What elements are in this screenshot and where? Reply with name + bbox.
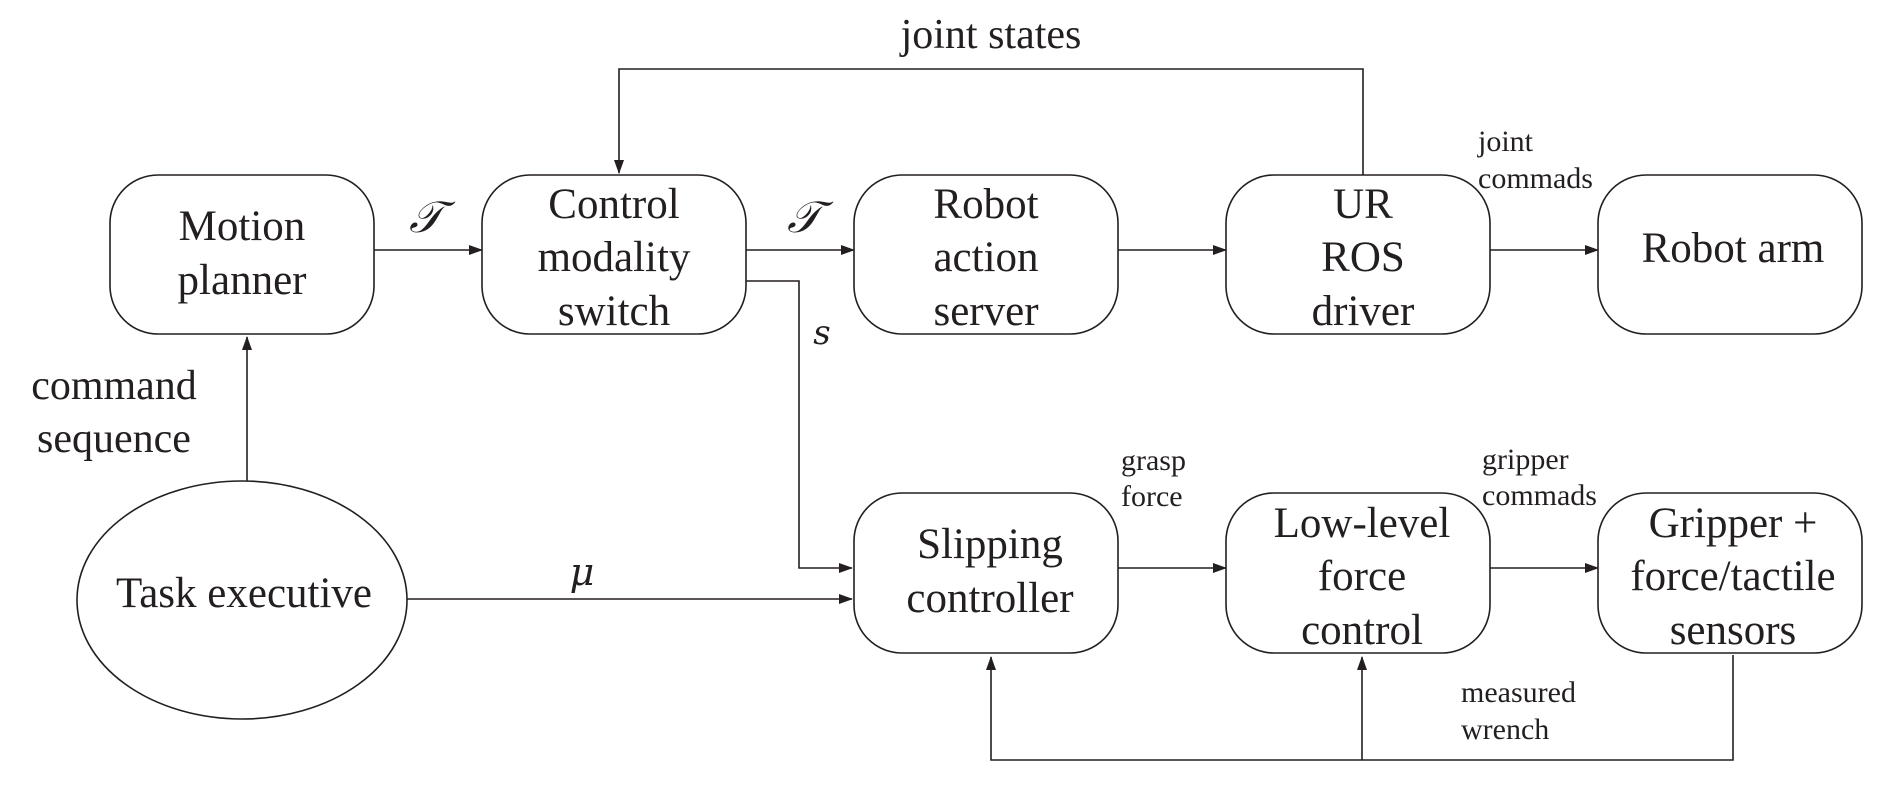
node-label: modality [538,234,691,281]
node-label: driver [1312,288,1415,335]
ur-ros-driver-node: UR ROS driver [1225,174,1491,335]
node-label: Task executive [116,570,372,617]
command-sequence-label: command [31,363,197,409]
node-label: controller [906,575,1073,622]
robot-action-server-node: Robot action server [853,174,1119,335]
low-level-force-control-node: Low-level force control [1225,492,1491,654]
tau-symbol: 𝒯 [409,192,456,243]
s-symbol: s [813,313,830,353]
node-label: ROS [1321,234,1405,281]
grasp-force-label: grasp [1121,444,1186,477]
node-label: planner [178,257,307,304]
node-label: Gripper + [1649,500,1818,547]
joint-commands-label: commads [1478,162,1593,195]
command-sequence-label: sequence [37,416,191,462]
node-label: force/tactile [1630,553,1835,600]
measured-wrench-label: wrench [1461,713,1549,746]
gripper-sensors-node: Gripper + force/tactile sensors [1597,492,1863,654]
node-label: sensors [1670,607,1797,654]
node-label: UR [1333,181,1393,228]
node-label: control [1301,607,1423,654]
connections [242,68,1734,761]
mu-symbol: μ [570,550,595,594]
gripper-commands-label: commads [1482,479,1597,512]
motion-planner-node: Motion planner [109,174,375,335]
joint-commands-label: joint [1477,125,1534,158]
node-label: Robot [933,181,1038,228]
tau-symbol: 𝒯 [787,192,834,243]
node-label: action [933,234,1038,281]
control-switch-node: Control modality switch [481,174,747,335]
grasp-force-label: force [1121,480,1183,513]
node-label: Low-level [1274,500,1451,547]
joint-states-label: joint states [899,12,1082,58]
s-signal-arrow [746,280,853,573]
node-label: server [933,288,1038,335]
slipping-controller-node: Slipping controller [853,492,1119,654]
node-label: Motion [179,203,306,250]
node-label: switch [558,288,670,335]
gripper-commands-label: gripper [1482,443,1569,476]
joint-states-arrow [614,68,1364,175]
node-label: Slipping [917,521,1063,568]
task-executive-node: Task executive [76,480,408,720]
robot-arm-node: Robot arm [1597,174,1863,335]
node-label: Control [548,181,679,228]
node-label: force [1318,553,1406,600]
measured-wrench-label: measured [1461,676,1576,709]
node-label: Robot arm [1642,225,1825,272]
